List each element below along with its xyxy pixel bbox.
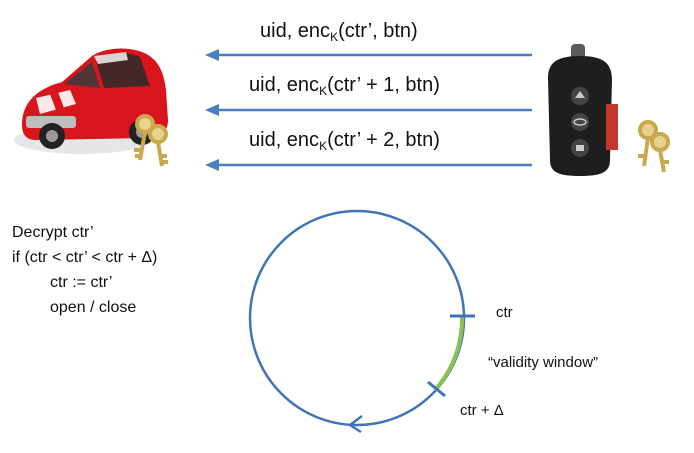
algo-line-condition: if (ctr < ctr’ < ctr + Δ) [12, 249, 158, 266]
key-fob-icon [548, 44, 618, 176]
message-3-args: (ctr’ + 2, btn) [327, 129, 440, 151]
arrowhead-3 [205, 159, 219, 171]
arrowhead-2 [205, 104, 219, 116]
ctr-delta-tick [427, 380, 446, 398]
red-car-icon [14, 48, 168, 154]
message-3: uid, encK(ctr’ + 2, btn) [249, 129, 440, 153]
keys-icon-fob [638, 120, 670, 173]
validity-window-arc [433, 315, 465, 392]
algo-line-decrypt: Decrypt ctr’ [12, 224, 94, 241]
counter-circle [248, 209, 466, 427]
algo-line-action: open / close [50, 299, 137, 316]
message-3-key: K [319, 139, 328, 153]
message-1: uid, encK(ctr’, btn) [260, 20, 418, 44]
message-2-args: (ctr’ + 1, btn) [327, 74, 440, 96]
algo-line-assign: ctr := ctr’ [50, 274, 113, 291]
message-3-prefix: uid, enc [249, 129, 320, 151]
message-2-prefix: uid, enc [249, 74, 320, 96]
keys-icon [134, 114, 168, 167]
ctr-delta-label: ctr + Δ [460, 402, 504, 419]
algorithm-block: Decrypt ctr’ if (ctr < ctr’ < ctr + Δ) c… [12, 220, 157, 320]
message-1-key: K [330, 30, 339, 44]
ctr-label: ctr [496, 304, 513, 321]
message-2: uid, encK(ctr’ + 1, btn) [249, 74, 440, 98]
arrowhead-1 [205, 49, 219, 61]
message-1-prefix: uid, enc [260, 20, 331, 42]
message-2-key: K [319, 84, 328, 98]
message-1-args: (ctr’, btn) [338, 20, 418, 42]
circle-arrowhead [349, 415, 363, 434]
validity-window-label: “validity window” [488, 354, 599, 371]
